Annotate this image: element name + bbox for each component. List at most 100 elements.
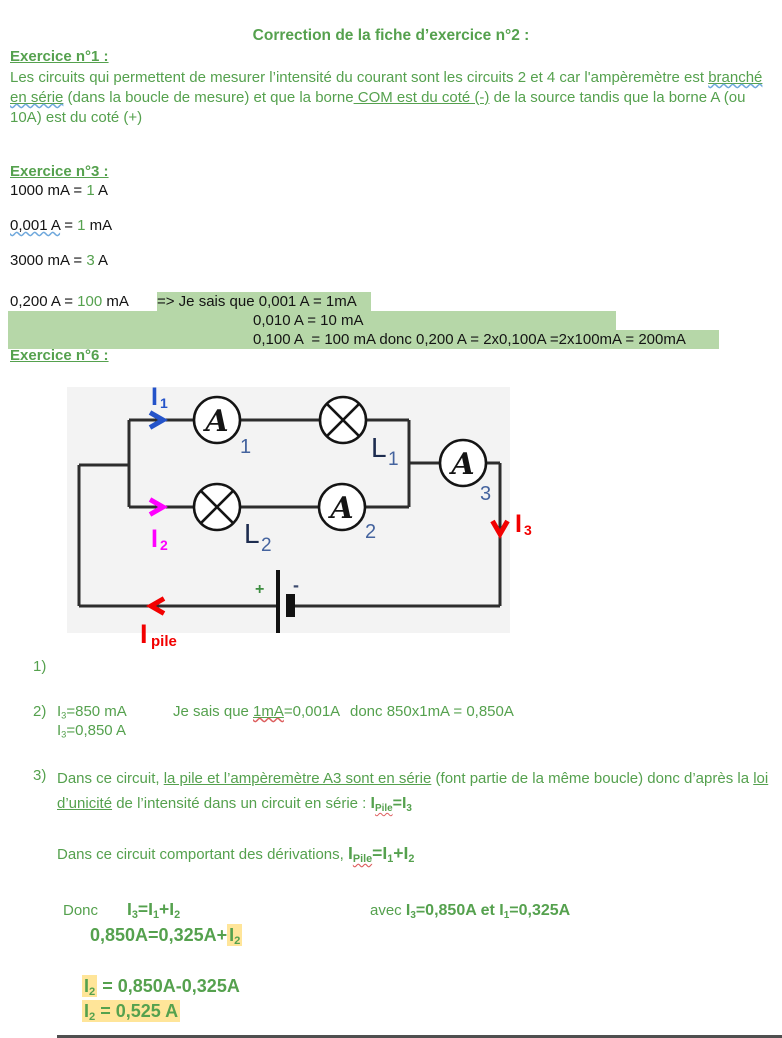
conversion-text: A [94, 182, 109, 199]
known-values: I3=0,850A et I1=0,325A [406, 902, 571, 921]
value-0850a-et-i: =0,850A et I [415, 902, 504, 919]
answer-2-i3-850ma: I3=850 mA [57, 702, 127, 726]
highlighted-note-3: 0,100 A = 100 mA donc 0,200 A = 2x0,100A… [8, 330, 719, 349]
highlighted-i2: I2 [82, 975, 98, 998]
ammeter-a2-number: 2 [365, 521, 376, 543]
subscript-2: 2 [408, 853, 415, 866]
conversion-line-1: 1000 mA = 1 A [10, 181, 108, 200]
equals-i: =I [137, 899, 153, 919]
conversion-line-2: 0,001 A = 1 mA [10, 216, 112, 235]
answer-2-donc: donc 850x1mA = 0,850A [350, 703, 514, 720]
conversion-text: A [94, 252, 109, 269]
lamp-l1-letter: L [371, 432, 387, 463]
je-sais-que-text: Je sais que [173, 703, 254, 720]
exercise3-heading: Exercice n°3 : [10, 163, 109, 180]
symbol-i: I [84, 1001, 90, 1021]
battery-minus-label: - [293, 575, 299, 595]
conversion-line-4: 0,200 A = 100 mA [10, 292, 129, 311]
ammeter-a3-letter: A [448, 447, 474, 482]
avec-values-line: avec I3=0,850A et I1=0,325A [370, 901, 570, 925]
conversion-text: 0,200 A = [10, 293, 78, 310]
subscript-1: 1 [153, 909, 160, 922]
exercise1-text: Les circuits qui permettent de mesurer l… [10, 69, 709, 86]
lamp-l1-number: 1 [388, 449, 399, 470]
substitution-text: 0,850A=0,325A+ [90, 925, 228, 945]
ammeter-a3 [438, 438, 488, 488]
answer-2-result: I3=0,850 A [57, 721, 126, 745]
value-0325a: =0,325A [509, 902, 571, 919]
exercise1-text: (dans la boucle de mesure) et que la bor… [63, 89, 354, 106]
current-ipile-label: I [140, 619, 148, 649]
lamp-l1-cross [325, 402, 361, 438]
result-expression: = 0,850A-0,325A [97, 976, 240, 996]
conversion-text: 3000 mA = [10, 252, 87, 269]
answer-3-text: (font partie de la même boucle) donc d’a… [431, 770, 754, 787]
exercise1-text: de la source tandis que la borne A (ou 1… [10, 89, 746, 126]
conversion-answer: 1 [86, 182, 95, 199]
answer-2-number: 2) [33, 703, 47, 720]
page-title: Correction de la fiche d’exercice n°2 : [252, 27, 530, 44]
answer-1-number: 1) [33, 658, 47, 675]
subscript-pile: Pile [352, 853, 373, 866]
highlighted-final-result: I2 = 0,525 A [82, 1000, 181, 1024]
ammeter-a1-number: 1 [240, 436, 251, 458]
ammeter-a2-letter: A [327, 491, 353, 526]
underlined-loi-unicite: loi d’unicité [57, 770, 769, 812]
answer-3-text: de l’intensité dans un circuit en série … [112, 795, 371, 812]
conversion-text: mA [102, 293, 129, 310]
conversion-text: = [60, 217, 78, 234]
current-i3-label: I [515, 510, 522, 538]
subscript-2: 2 [89, 1011, 96, 1024]
avec-text: avec [370, 902, 406, 919]
result-value: = 0,525 A [95, 1001, 179, 1021]
answer-3-derivation-line: Dans ce circuit comportant des dérivatio… [57, 843, 414, 870]
plus-i: +I [393, 843, 409, 863]
exercise1-paragraph: Les circuits qui permettent de mesurer l… [10, 68, 778, 128]
exercise6-heading: Exercice n°6 : [10, 347, 109, 364]
current-i1-arrow-icon [148, 410, 169, 430]
conversion-text: 1000 mA = [10, 182, 87, 199]
answer-2-justification: Je sais que 1mA=0,001A [173, 702, 340, 721]
exercise1-heading: Exercice n°1 : [10, 48, 109, 65]
current-i1-sub: 1 [160, 395, 168, 411]
highlighted-note-2: 0,010 A = 10 mA [8, 311, 616, 330]
symbol-i: I [127, 899, 132, 919]
subscript-1: 1 [503, 909, 510, 921]
current-i2-arrow-icon [148, 497, 169, 517]
donc-label: Donc [63, 902, 99, 919]
underlined-pile-a3-serie: la pile et l’ampèremètre A3 sont en séri… [163, 770, 432, 787]
subscript-3: 3 [410, 909, 416, 921]
subscript-2: 2 [234, 935, 241, 948]
conversion-line-3: 3000 mA = 3 A [10, 251, 108, 270]
current-i2-label: I [151, 525, 158, 553]
subscript-1: 1 [387, 853, 394, 866]
ammeter-a1-letter: A [202, 404, 228, 439]
symbol-i: I [229, 925, 235, 945]
conversion-answer: 1 [77, 217, 86, 234]
equals-0001a-text: =0,001A [283, 703, 341, 720]
current-i2-sub: 2 [160, 537, 168, 553]
battery-plus-label: + [255, 581, 264, 598]
symbol-i: I [347, 843, 353, 863]
formula-ipile-equals-i3: IPile=I3 [370, 795, 412, 814]
current-ipile-arrow-icon [145, 596, 166, 616]
formula-ipile-equals-i1-plus-i2: IPile=I1+I2 [347, 843, 415, 866]
substitution-line: 0,850A=0,325A+I2 [90, 924, 243, 952]
derivation-text: Dans ce circuit comportant des dérivatio… [57, 846, 348, 863]
value-0850a: =0,850 A [66, 722, 126, 739]
symbol-i: I [370, 795, 375, 812]
highlighted-note-1: => Je sais que 0,001 A = 1mA [157, 292, 371, 311]
result-line-2: I2 = 0,525 A [82, 1000, 181, 1028]
result-line-1: I2 = 0,850A-0,325A [82, 975, 240, 1003]
subscript-3: 3 [131, 909, 138, 922]
current-i3-sub: 3 [524, 522, 532, 538]
ammeter-a2 [317, 482, 367, 532]
answer-3-number: 3) [33, 767, 47, 784]
subscript-3: 3 [61, 710, 67, 721]
ammeter-a3-number: 3 [480, 483, 491, 505]
conversion-answer: 100 [77, 293, 103, 310]
misspelled-value: 0,001 A [10, 217, 61, 234]
circuit-diagram: + - A 1 L 1 L 2 A 2 A 3 I 1 I 2 I [67, 383, 532, 650]
answer-3-text: Dans ce circuit, [57, 770, 164, 787]
